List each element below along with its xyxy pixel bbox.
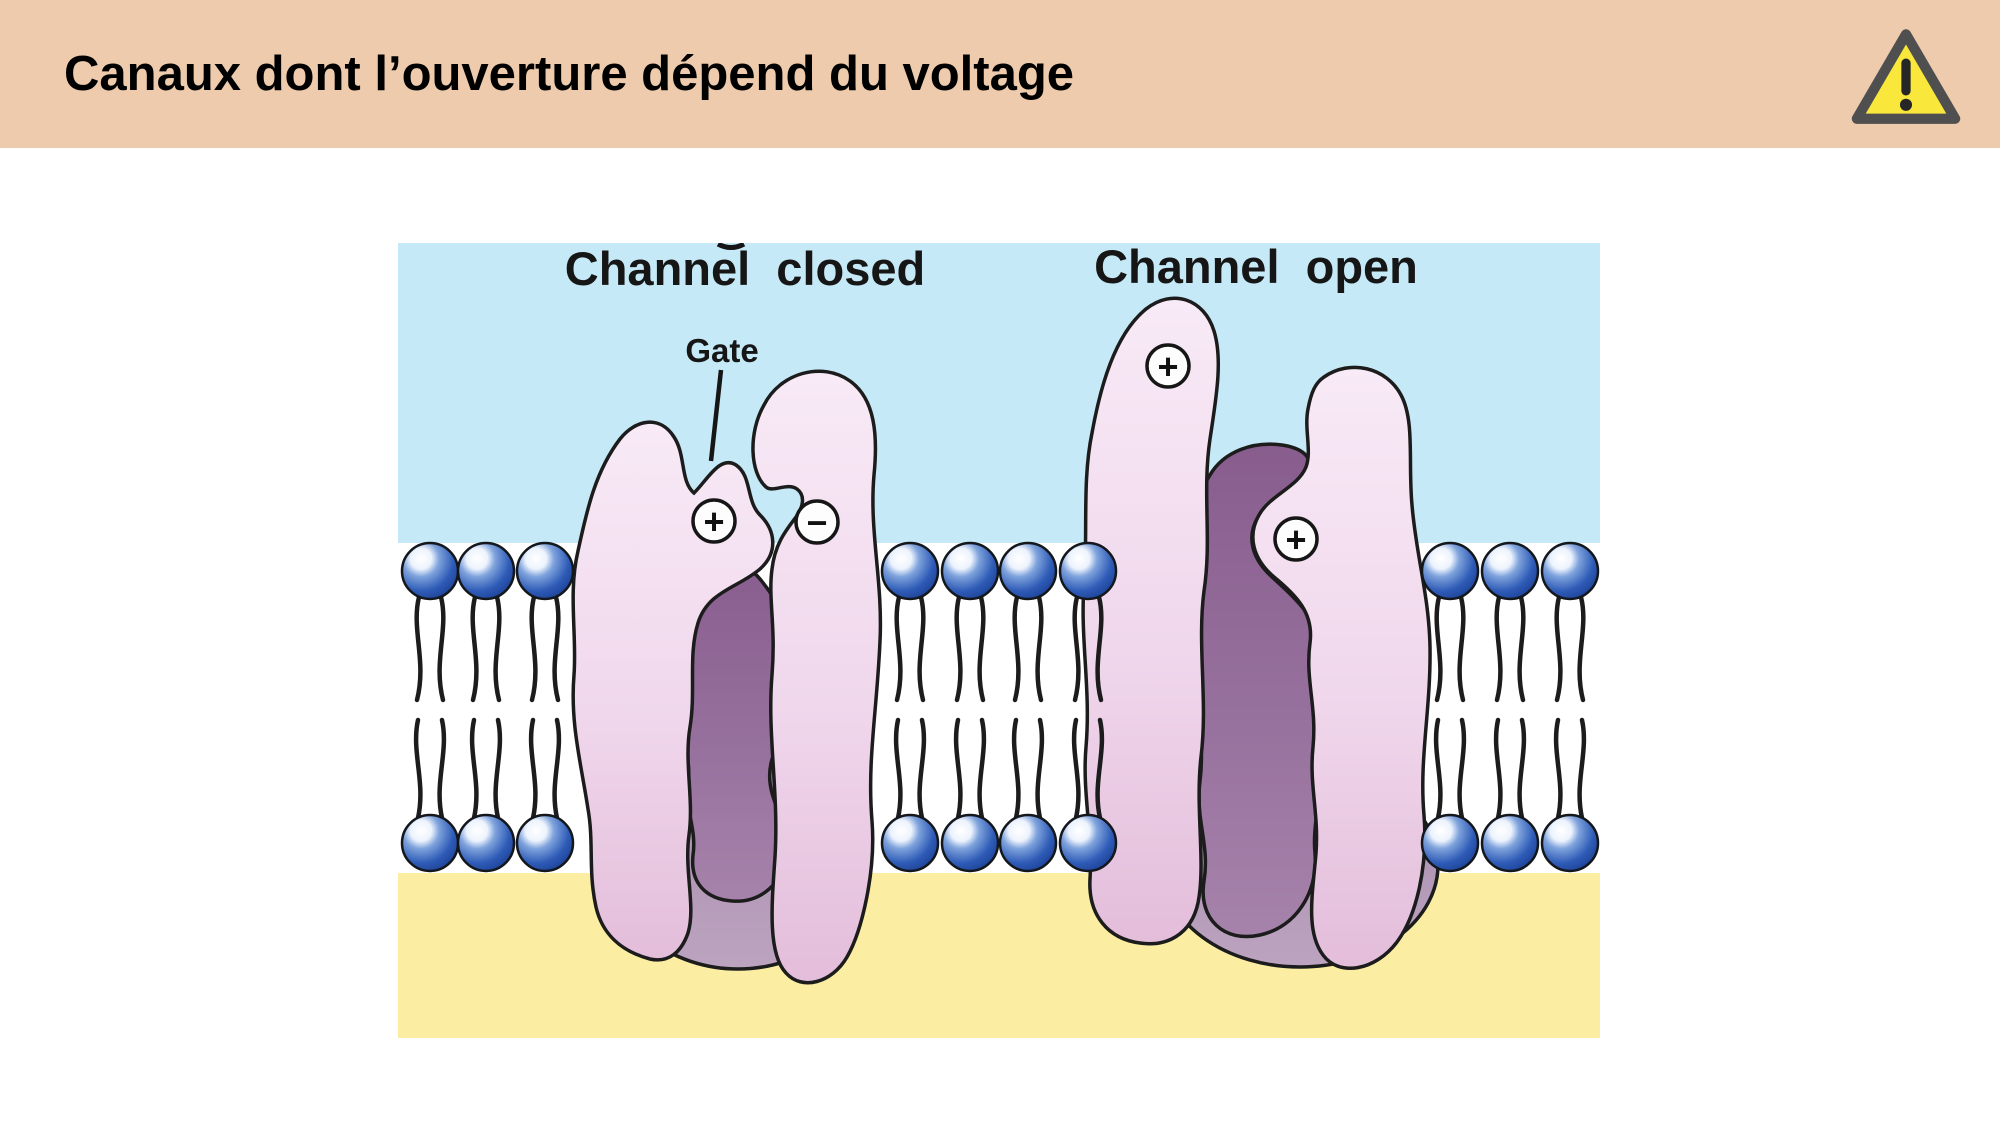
label-channel-closed: Channel closed — [565, 243, 925, 295]
lipid-tail — [493, 717, 503, 821]
lipid-tail — [437, 594, 446, 703]
lipid-tail — [437, 717, 447, 821]
lipid-head — [940, 541, 1000, 601]
lipid-head — [515, 541, 575, 601]
open-channel-charge-plus: + — [1273, 516, 1319, 562]
label-gate: Gate — [685, 332, 758, 369]
lipid-tail — [1035, 717, 1045, 821]
lipid-tail — [493, 594, 502, 703]
lipid-tail — [894, 594, 903, 703]
closed-channel-right-subunit — [751, 369, 883, 985]
lipid-tail — [413, 717, 423, 821]
lipid-head — [1420, 813, 1480, 873]
lipid-bilayer — [400, 541, 1600, 873]
lipid-head — [400, 541, 460, 601]
lipid-head — [1058, 541, 1118, 601]
membrane-channel-diagram-svg: + − + + Channel closed Channel open Gate — [398, 240, 1600, 1038]
lipid-tail — [1457, 594, 1466, 703]
lipid-head — [1540, 813, 1600, 873]
lipid-head — [998, 541, 1058, 601]
lipid-head — [940, 813, 1000, 873]
open-channel-charge-plus: + — [1145, 343, 1191, 389]
lipid-tail — [1434, 594, 1443, 703]
lipid-head — [998, 813, 1058, 873]
lipid-tail — [1494, 594, 1503, 703]
lipid-tail — [414, 594, 423, 703]
lipid-tail — [552, 594, 561, 703]
closed-channel-left-subunit — [571, 420, 775, 962]
lipid-tail — [977, 594, 986, 703]
lipid-head — [456, 813, 516, 873]
lipid-tail — [1011, 717, 1021, 821]
lipid-tail — [1517, 717, 1527, 821]
warning-exclamation-dot — [1899, 98, 1913, 111]
lipid-tail — [893, 717, 903, 821]
closed-channel — [571, 369, 883, 985]
title-bar: Canaux dont l’ouverture dépend du voltag… — [0, 0, 2000, 148]
lipid-tail — [1517, 594, 1526, 703]
gate-pointer-line — [708, 369, 724, 462]
lipid-tail — [977, 717, 987, 821]
lipid-tail — [528, 717, 538, 821]
lipid-tail — [1072, 594, 1081, 703]
lipid-head — [880, 813, 940, 873]
svg-text:+: + — [1157, 346, 1178, 387]
lipid-head — [1540, 541, 1600, 601]
closed-channel-charge-minus: − — [794, 499, 840, 545]
warning-triangle-icon — [1850, 26, 1962, 128]
membrane-channel-diagram: + − + + Channel closed Channel open Gate — [398, 240, 1600, 1038]
lipid-tail — [1553, 717, 1563, 821]
svg-text:+: + — [1285, 519, 1306, 560]
lipid-tail — [1012, 594, 1021, 703]
warning-triangle-svg — [1851, 29, 1961, 124]
lipid-tail — [1095, 594, 1104, 703]
page-title: Canaux dont l’ouverture dépend du voltag… — [64, 47, 1075, 101]
lipid-tail — [1035, 594, 1044, 703]
lipid-head — [1480, 813, 1540, 873]
lipid-head — [880, 541, 940, 601]
svg-text:+: + — [703, 501, 724, 542]
label-channel-open: Channel open — [1094, 243, 1418, 293]
lipid-tail — [1457, 717, 1467, 821]
lipid-tail — [1554, 594, 1563, 703]
lipid-tail — [1577, 594, 1586, 703]
svg-text:−: − — [806, 502, 827, 543]
lipid-head — [515, 813, 575, 873]
lipid-tail — [552, 717, 562, 821]
lipid-head — [1420, 541, 1480, 601]
lipid-tail — [529, 594, 538, 703]
cropped-mark — [716, 241, 746, 250]
open-channel-left-subunit — [1081, 296, 1221, 946]
lipid-tail — [1433, 717, 1443, 821]
lipid-tail — [470, 594, 479, 703]
lipid-tail — [1577, 717, 1587, 821]
lipid-tail — [1095, 717, 1105, 821]
closed-channel-charge-plus: + — [691, 498, 737, 544]
lipid-tail — [917, 594, 926, 703]
charge-symbols: + − + + — [691, 343, 1319, 562]
lipid-tail — [1493, 717, 1503, 821]
lipid-head — [1058, 813, 1118, 873]
lipid-tail — [917, 717, 927, 821]
lipid-head — [456, 541, 516, 601]
lipid-tail — [954, 594, 963, 703]
lipid-tail — [953, 717, 963, 821]
lipid-tail — [1071, 717, 1081, 821]
lipid-head — [400, 813, 460, 873]
lipid-head — [1480, 541, 1540, 601]
lipid-tail — [469, 717, 479, 821]
